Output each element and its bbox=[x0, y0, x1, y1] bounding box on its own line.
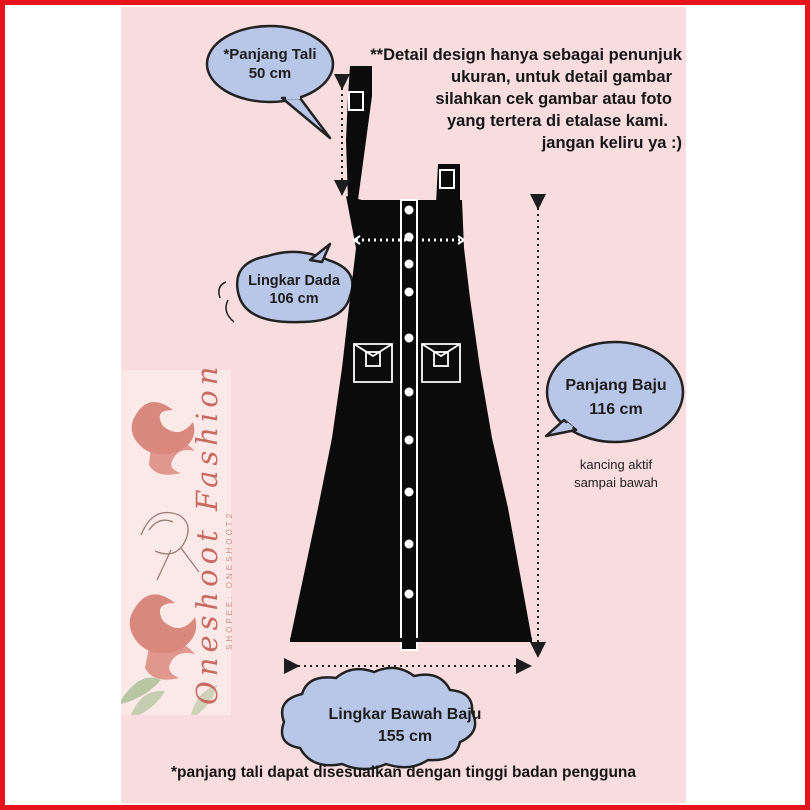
chest-label: Lingkar Dada bbox=[248, 273, 340, 289]
chest-bubble bbox=[218, 242, 354, 324]
strap-length-bubble bbox=[205, 24, 335, 140]
dress-length-value: 116 cm bbox=[589, 401, 643, 418]
dress-length-label: Panjang Baju bbox=[565, 377, 667, 394]
cloud-ornament-icon bbox=[131, 402, 195, 475]
hem-label-group: Lingkar Bawah Baju 155 cm bbox=[292, 704, 518, 748]
design-note-line: yang tertera di etalase kami. bbox=[446, 112, 668, 130]
button-note: kancing aktif sampai bawah bbox=[548, 456, 684, 492]
strap-length-label-group: *Panjang Tali 50 cm bbox=[210, 46, 330, 84]
brand-watermark bbox=[121, 370, 231, 715]
dress-length-bubble bbox=[544, 340, 685, 444]
design-note-line: ukuran, untuk detail gambar bbox=[451, 68, 672, 86]
hem-value: 155 cm bbox=[377, 728, 433, 745]
design-note-line: silahkan cek gambar atau foto bbox=[435, 90, 672, 108]
strap-length-label: *Panjang Tali bbox=[223, 46, 317, 63]
strap-length-value: 50 cm bbox=[248, 64, 292, 82]
design-note: **Detail design hanya sebagai penunjuk u… bbox=[370, 44, 682, 154]
hem-label: Lingkar Bawah Baju bbox=[328, 706, 482, 723]
hem-cloud-bubble bbox=[280, 666, 477, 771]
floral-sketch-icon bbox=[140, 511, 200, 581]
right-pocket-icon bbox=[421, 343, 461, 383]
strap-adjust-footnote: *panjang tali dapat disesuaikan dengan t… bbox=[170, 764, 637, 781]
design-note-line: **Detail design hanya sebagai penunjuk bbox=[370, 46, 682, 64]
cloud-ornament-icon-2 bbox=[129, 594, 197, 680]
button-note-line: sampai bawah bbox=[574, 475, 658, 490]
button-note-line: kancing aktif bbox=[579, 457, 653, 472]
left-pocket-icon bbox=[353, 343, 393, 383]
dress-illustration-icon bbox=[290, 66, 532, 651]
dress-length-label-group: Panjang Baju 116 cm bbox=[548, 374, 684, 422]
chest-label-group: Lingkar Dada 106 cm bbox=[238, 272, 350, 308]
chest-value: 106 cm bbox=[269, 291, 319, 308]
leaf-decoration-icon bbox=[121, 677, 217, 715]
design-note-line: jangan keliru ya :) bbox=[541, 134, 682, 152]
